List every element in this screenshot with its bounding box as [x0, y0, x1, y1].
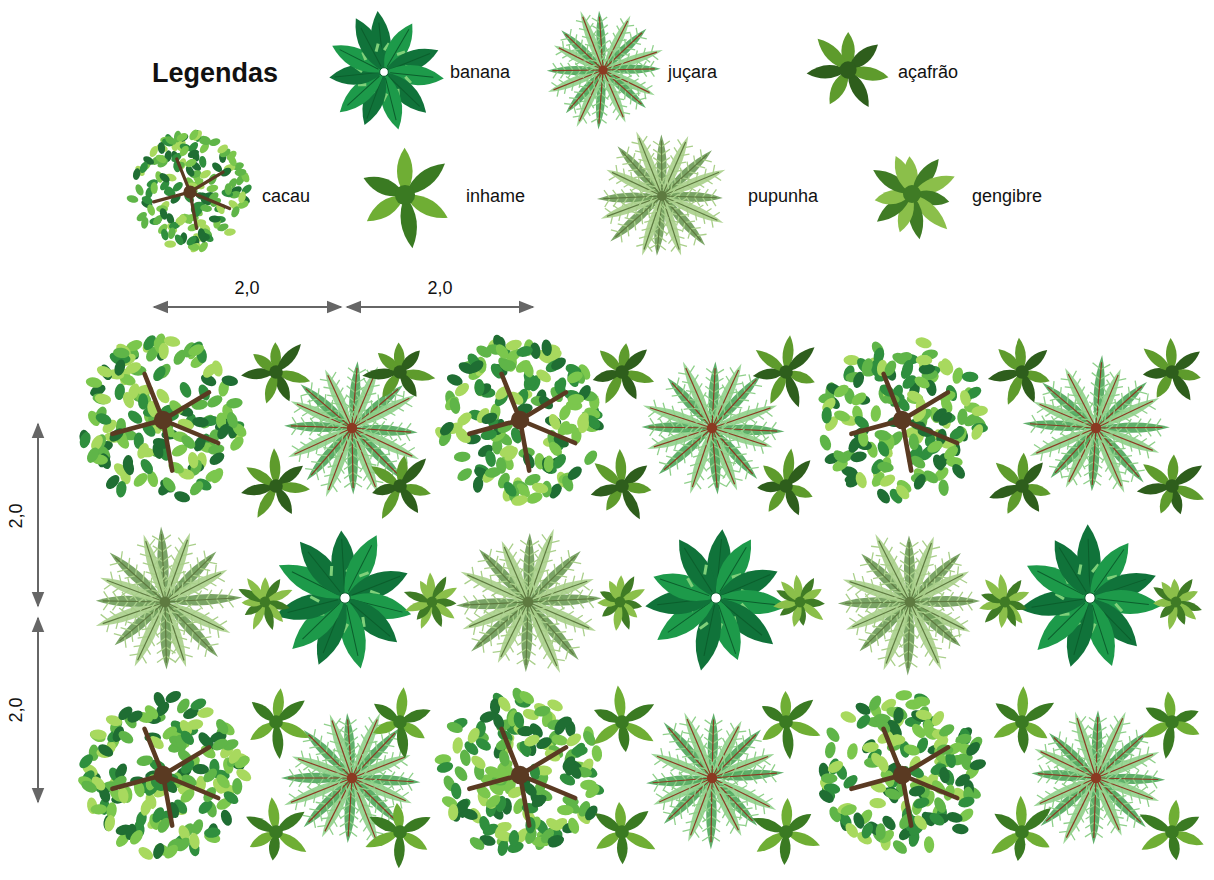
- cacao-tree: [817, 689, 988, 856]
- pupunha-palm: [838, 530, 981, 676]
- saffron-plant: [591, 343, 655, 406]
- dimension-label: 2,0: [7, 503, 25, 528]
- dimension-lines: [38, 307, 533, 802]
- dimension-label: 2,0: [234, 279, 259, 297]
- cacao-tree: [434, 686, 605, 857]
- banana-plant: [644, 528, 789, 673]
- legend-label: açafrão: [898, 63, 958, 81]
- saffron-plant: [240, 448, 310, 520]
- saffron-plant: [241, 340, 312, 405]
- saffron-plant: [806, 32, 890, 110]
- yam-plant: [759, 691, 822, 760]
- ginger-plant: [237, 576, 294, 631]
- yam-plant: [1141, 691, 1202, 760]
- jucara-palm: [645, 709, 784, 850]
- yam-plant: [244, 797, 309, 861]
- jucara-palm: [1030, 708, 1166, 848]
- yam-plant: [361, 148, 452, 250]
- yam-plant: [991, 686, 1057, 754]
- banana-plant: [273, 530, 414, 671]
- saffron-plant: [589, 449, 652, 522]
- cacao-tree: [817, 336, 988, 506]
- pupunha-palm: [93, 526, 243, 671]
- yam-plant: [247, 688, 311, 760]
- plant-icons: [76, 8, 1206, 868]
- legend-label: pupunha: [748, 187, 818, 205]
- saffron-plant: [752, 335, 818, 409]
- yam-plant: [590, 685, 656, 753]
- ginger-plant: [402, 572, 459, 630]
- saffron-plant: [368, 455, 432, 522]
- saffron-plant: [987, 337, 1052, 406]
- ginger-plant: [773, 574, 826, 628]
- dimension-label: 2,0: [427, 279, 452, 297]
- legend-label: juçara: [668, 63, 717, 81]
- ginger-plant: [870, 153, 958, 240]
- saffron-plant: [362, 342, 436, 400]
- legend-label: cacau: [262, 187, 310, 205]
- banana-plant: [328, 10, 445, 132]
- ginger-plant: [597, 574, 647, 631]
- legend-label: inhame: [466, 187, 525, 205]
- saffron-plant: [757, 448, 815, 518]
- yam-plant: [1137, 799, 1205, 861]
- ginger-plant: [1151, 577, 1203, 631]
- legend-label: gengibre: [972, 187, 1042, 205]
- legend-label: banana: [450, 63, 510, 81]
- dimension-label: 2,0: [7, 697, 25, 722]
- legend-title: Legendas: [152, 60, 278, 87]
- cacao-tree: [432, 333, 605, 507]
- banana-plant: [1019, 524, 1163, 670]
- jucara-palm: [545, 8, 665, 130]
- saffron-plant: [1136, 454, 1206, 515]
- cacao-tree: [78, 332, 249, 504]
- pupunha-palm: [597, 128, 729, 258]
- saffron-plant: [987, 452, 1052, 516]
- ginger-plant: [978, 573, 1031, 628]
- yam-plant: [363, 803, 433, 869]
- pupunha-palm: [456, 526, 603, 677]
- yam-plant: [592, 801, 658, 864]
- saffron-plant: [1140, 338, 1203, 403]
- yam-plant: [371, 687, 433, 760]
- yam-plant: [750, 798, 821, 866]
- cacao-tree: [76, 689, 253, 863]
- yam-plant: [988, 795, 1054, 861]
- cacao-tree: [126, 128, 254, 254]
